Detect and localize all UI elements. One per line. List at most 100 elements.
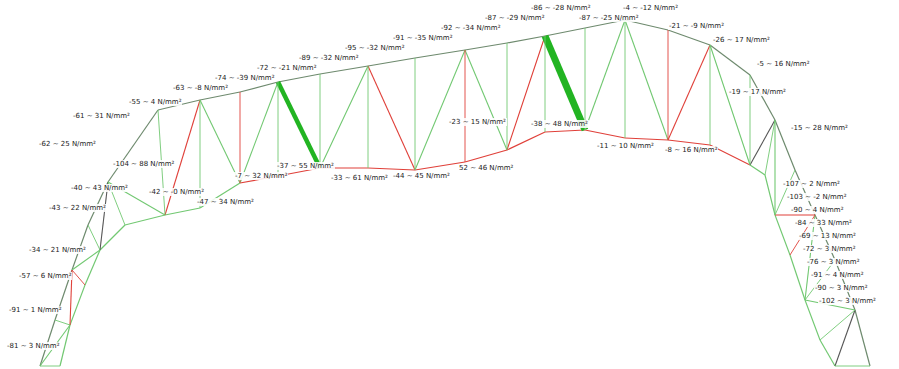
truss-member [774, 120, 775, 215]
stress-label: -63 ~ -8 N/mm² [172, 84, 229, 92]
truss-member [465, 150, 507, 162]
stress-label: -91 ~ -35 N/mm² [392, 34, 453, 42]
stress-label: -23 ~ 15 N/mm² [448, 118, 507, 126]
stress-label: -26 ~ 17 N/mm² [712, 36, 771, 44]
truss-member [200, 100, 240, 183]
truss-member [240, 82, 278, 92]
stress-label: -21 ~ -9 N/mm² [668, 22, 725, 30]
truss-member [278, 82, 320, 168]
truss-member [545, 36, 585, 130]
truss-member [240, 92, 241, 183]
truss-member [710, 45, 711, 145]
truss-member [320, 66, 368, 168]
stress-label: -89 ~ -32 N/mm² [298, 54, 359, 62]
truss-member [465, 43, 507, 50]
stress-label: 52 ~ 46 N/mm² [458, 164, 514, 172]
truss-member [507, 43, 508, 150]
stress-label: -43 ~ 22 N/mm² [48, 204, 107, 212]
truss-member [835, 366, 870, 367]
truss-member [368, 58, 415, 66]
truss-member [415, 50, 465, 58]
truss-member [668, 30, 669, 140]
truss-member [100, 225, 125, 250]
stress-label: -69 ~ 13 N/mm² [798, 232, 857, 240]
truss-member [125, 215, 165, 225]
truss-member [415, 50, 465, 170]
truss-member [507, 36, 545, 43]
stress-label: -38 ~ 48 N/mm² [530, 120, 589, 128]
stress-label: -90 ~ 3 N/mm² [814, 284, 868, 292]
truss-member [765, 120, 775, 175]
stress-label: -33 ~ 61 N/mm² [330, 174, 389, 182]
truss-member [72, 270, 85, 285]
stress-label: -95 ~ -32 N/mm² [344, 44, 405, 52]
stress-label: -87 ~ -25 N/mm² [578, 14, 639, 22]
stress-label: -91 ~ 4 N/mm² [810, 271, 864, 279]
stress-label: -86 ~ -28 N/mm² [530, 4, 591, 12]
stress-label: -37 ~ 55 N/mm² [276, 162, 335, 170]
truss-member [585, 20, 625, 130]
stress-label: -55 ~ 4 N/mm² [128, 98, 182, 106]
stress-label: -102 ~ 3 N/mm² [818, 297, 877, 305]
stress-label: -62 ~ 25 N/mm² [38, 140, 97, 148]
stress-label: -72 ~ 3 N/mm² [802, 245, 856, 253]
truss-member [368, 66, 369, 168]
truss-member [507, 132, 545, 150]
stress-label: -61 ~ 31 N/mm² [72, 112, 131, 120]
truss-member [750, 165, 765, 175]
stress-label: -5 ~ 16 N/mm² [756, 60, 810, 68]
truss-member [805, 300, 820, 340]
stress-label: -19 ~ 17 N/mm² [728, 88, 787, 96]
truss-member [585, 130, 625, 138]
truss-member [320, 74, 321, 168]
truss-member [820, 310, 855, 340]
truss-member [200, 92, 240, 100]
truss-member [710, 45, 750, 75]
truss-member [320, 66, 368, 74]
truss-member [820, 340, 835, 366]
truss-member [240, 82, 278, 183]
truss-member [100, 182, 108, 250]
truss-member [668, 140, 710, 145]
stress-label: -15 ~ 28 N/mm² [790, 124, 849, 132]
truss-member [625, 20, 668, 140]
stress-label: -57 ~ 6 N/mm² [18, 272, 72, 280]
stress-label: -87 ~ -29 N/mm² [484, 14, 545, 22]
stress-label: -76 ~ 3 N/mm² [806, 258, 860, 266]
truss-member [465, 50, 507, 150]
truss-member [668, 45, 710, 140]
truss-member [368, 66, 415, 170]
truss-member [775, 214, 815, 215]
truss-member [545, 36, 546, 132]
stress-label: -11 ~ 10 N/mm² [596, 142, 655, 150]
truss-member [625, 138, 668, 140]
truss-member [545, 28, 585, 36]
truss-member [585, 28, 586, 130]
truss-member [775, 215, 790, 255]
stress-label: -44 ~ 45 N/mm² [392, 172, 451, 180]
truss-member [855, 310, 870, 366]
stress-label: -103 ~ -2 N/mm² [786, 193, 847, 201]
stress-label: -84 ~ 33 N/mm² [794, 219, 853, 227]
stress-label: -81 ~ 3 N/mm² [6, 342, 60, 350]
truss-member [805, 260, 835, 300]
stress-label: -91 ~ 1 N/mm² [8, 306, 62, 314]
stress-label: -107 ~ 2 N/mm² [782, 180, 841, 188]
truss-member [750, 75, 775, 120]
stress-label: -74 ~ -39 N/mm² [214, 74, 275, 82]
stress-label: -8 ~ 16 N/mm² [664, 146, 718, 154]
stress-label: -104 ~ 88 N/mm² [112, 160, 175, 168]
stress-label: -34 ~ 21 N/mm² [28, 246, 87, 254]
truss-member [88, 225, 100, 250]
stress-label: -4 ~ -12 N/mm² [622, 4, 679, 12]
stress-label: -72 ~ -21 N/mm² [256, 64, 317, 72]
truss-member [165, 208, 200, 215]
truss-member [415, 58, 416, 170]
truss-member [165, 100, 200, 215]
stress-label: -42 ~ -0 N/mm² [148, 188, 205, 196]
stress-label: -92 ~ -34 N/mm² [440, 24, 501, 32]
truss-member [278, 74, 320, 82]
stress-label: -7 ~ 32 N/mm² [234, 172, 288, 180]
